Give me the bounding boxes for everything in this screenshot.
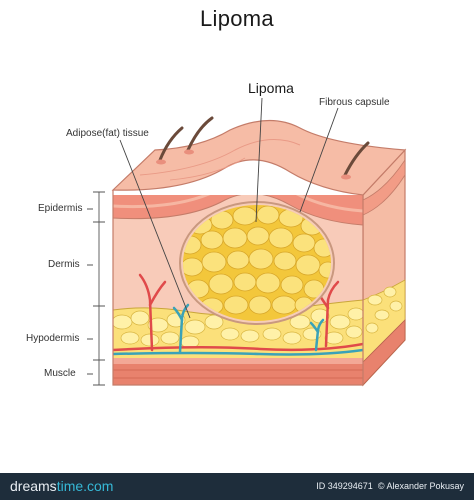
vein-branches [172,303,325,354]
muscle-label: Muscle [44,368,76,379]
epidermis-layer [113,195,363,226]
lipoma-label: Lipoma [248,80,294,96]
fat-lobules [113,307,363,349]
hypodermis-label: Hypodermis [26,333,80,344]
side-epidermis-band [362,158,406,216]
brand-logo: dreamstime.com [10,478,114,494]
dermis-label: Dermis [48,259,80,270]
artery-horizontal [113,342,363,352]
diagram-title: Lipoma [200,6,274,31]
fibrous-capsule-label: Fibrous capsule [319,97,390,108]
hair-strands [158,116,370,177]
image-credit: ID 349294671 © Alexander Pokusay [316,481,464,491]
layer-scale [93,191,105,386]
epidermis-label: Epidermis [38,203,83,214]
block-outline [112,190,364,386]
leader-lines [119,97,339,319]
vein-horizontal [113,348,363,356]
adipose-tissue-label: Adipose(fat) tissue [66,128,149,139]
stock-footer-bar: dreamstime.com ID 349294671 © Alexander … [0,473,474,500]
label-ticks [87,208,93,375]
